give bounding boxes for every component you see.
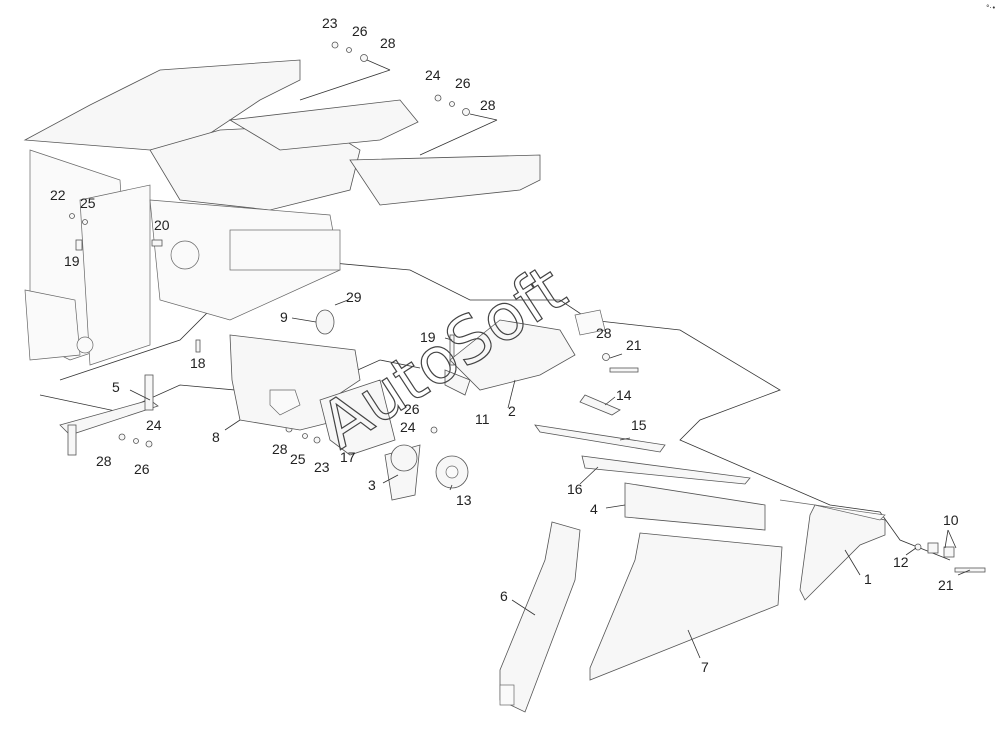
callout: 5	[112, 379, 120, 395]
part-16	[581, 455, 751, 485]
callout: 11	[475, 411, 490, 427]
part-11	[444, 369, 471, 396]
part-6	[499, 521, 581, 713]
callout: 6	[500, 588, 508, 604]
callout: 24	[400, 419, 416, 435]
callout: 25	[80, 195, 96, 211]
callout: 13	[456, 492, 472, 508]
callout: 29	[346, 289, 362, 305]
leader-lines	[129, 59, 971, 659]
callout: 26	[352, 23, 368, 39]
callout: 28	[380, 35, 396, 51]
callout: 26	[404, 401, 420, 417]
part-4	[624, 482, 766, 531]
part-9	[315, 309, 335, 335]
callout: 28	[596, 325, 612, 341]
callout: 26	[134, 461, 150, 477]
callout: 23	[322, 15, 338, 31]
callout: 22	[50, 187, 66, 203]
callout: 7	[701, 659, 709, 675]
callout: 23	[314, 459, 330, 475]
callout: 28	[480, 97, 496, 113]
callout: 25	[290, 451, 306, 467]
callout: 3	[368, 477, 376, 493]
callout: 2	[508, 403, 516, 419]
callout: 4	[590, 501, 598, 517]
callout: 21	[938, 577, 954, 593]
callout: 16	[567, 481, 583, 497]
corner-mark: °·•	[986, 4, 996, 12]
callout: 19	[64, 253, 80, 269]
callout: 14	[616, 387, 632, 403]
callout: 21	[626, 337, 642, 353]
part-7	[589, 532, 783, 681]
callout: 19	[420, 329, 436, 345]
part-5	[59, 399, 159, 436]
callout: 24	[425, 67, 441, 83]
callout: 18	[190, 355, 206, 371]
part-15	[534, 424, 666, 453]
header-frame	[23, 59, 541, 366]
callout: 24	[146, 417, 162, 433]
callout: 28	[96, 453, 112, 469]
part-2	[449, 319, 576, 391]
part-14	[579, 394, 621, 416]
part-1	[799, 504, 886, 601]
part-17	[319, 379, 396, 456]
callout: 17	[340, 449, 356, 465]
callout: 15	[631, 417, 647, 433]
callout: 26	[455, 75, 471, 91]
callout: 8	[212, 429, 220, 445]
callout-labels: 23 26 28 24 26 28 22 25 20 19 29 9 18 5 …	[50, 15, 959, 675]
callout: 28	[272, 441, 288, 457]
callout: 12	[893, 554, 909, 570]
callout: 9	[280, 309, 288, 325]
callout: 1	[864, 571, 872, 587]
callout: 20	[154, 217, 170, 233]
parts	[59, 309, 886, 713]
callout: 10	[943, 512, 959, 528]
